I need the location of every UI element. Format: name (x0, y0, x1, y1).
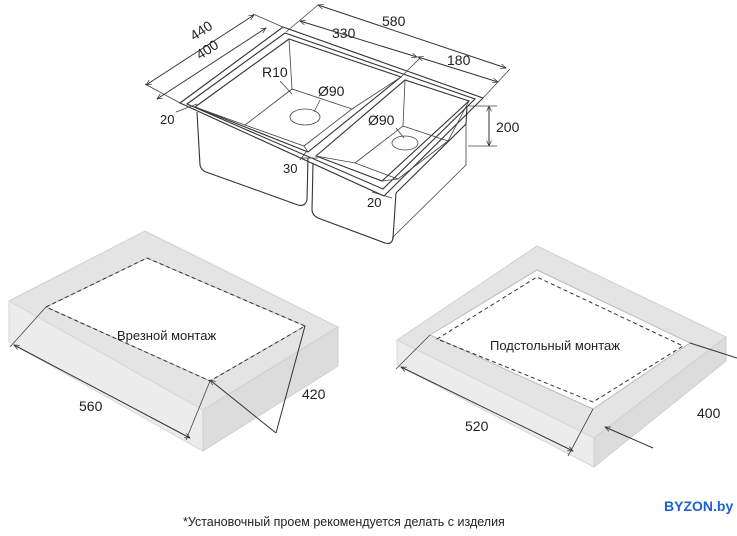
large-bowl-opening (193, 38, 403, 153)
inset-width: 420 (302, 386, 326, 402)
sink-rim-outer (178, 26, 485, 197)
inset-mount-drawing: 560 420 Врезной монтаж (7, 230, 340, 452)
small-drain-icon (391, 135, 419, 151)
footnote: *Установочный проем рекомендуется делать… (183, 515, 505, 529)
under-width: 400 (697, 405, 721, 421)
dim-width-large: 330 (332, 25, 356, 41)
under-length: 520 (465, 418, 489, 434)
under-slab-side (593, 335, 727, 469)
large-bowl-body (196, 111, 309, 206)
dim-width-small: 180 (447, 52, 471, 68)
dim-rim-right: 20 (367, 195, 381, 210)
large-drain-icon (289, 108, 321, 126)
dim-drain-large: Ø90 (318, 83, 345, 99)
dim-rim-left: 20 (160, 112, 174, 127)
dim-divider: 30 (283, 161, 297, 176)
dim-bowl-depth: 200 (496, 119, 520, 135)
inset-mount-label: Врезной монтаж (117, 328, 216, 343)
dim-drain-small: Ø90 (368, 112, 395, 128)
inset-length: 560 (79, 398, 103, 414)
dim-width-total: 580 (382, 13, 406, 29)
sink-rim-inner (185, 32, 477, 190)
dim-corner-radius: R10 (262, 64, 288, 80)
brand-logo: BYZON.by (664, 498, 733, 514)
undermount-drawing: 520 400 Подстольный монтаж (395, 245, 737, 469)
undermount-label: Подстольный монтаж (490, 338, 620, 353)
small-bowl-body (311, 162, 397, 244)
inset-slab-side (202, 326, 339, 452)
sink-drawing: 440 400 580 330 180 R10 Ø90 Ø90 200 20 3… (144, 5, 520, 244)
